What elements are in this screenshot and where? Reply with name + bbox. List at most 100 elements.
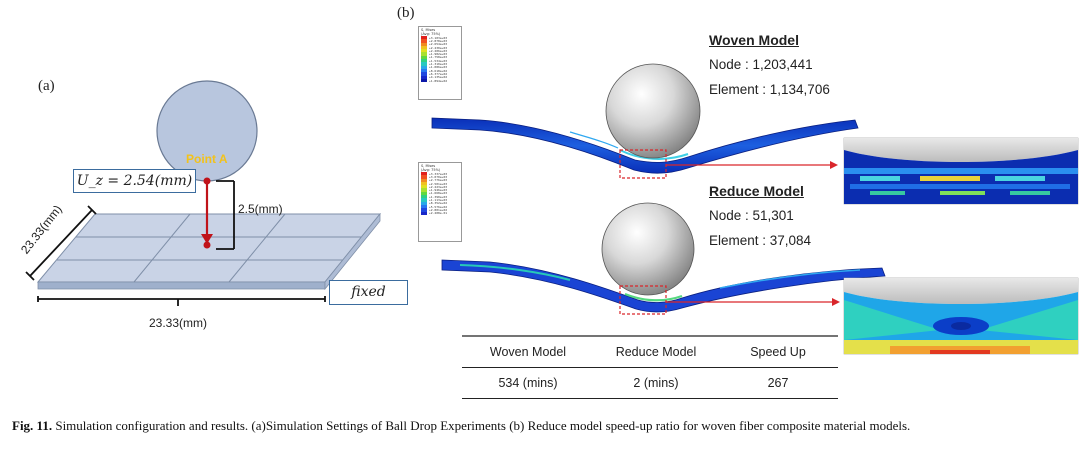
legend-swatch: [421, 75, 427, 79]
legend-value: +8.352e+02: [429, 201, 448, 206]
legend-value: +1.894e+02: [429, 78, 448, 83]
reduce-zoom-inset: [843, 277, 1079, 355]
legend-value: +2.801e+02: [429, 207, 448, 212]
legend-value: +6.377e+02: [429, 71, 448, 76]
legend-swatch: [421, 208, 427, 212]
legend-swatch: [421, 178, 427, 182]
table-cell: 2 (mins): [633, 376, 679, 390]
depth-bracket: [87, 205, 97, 215]
reduce-zoom-callout: [619, 285, 667, 315]
legend-value: +1.982e+03: [429, 52, 448, 57]
legend-swatch: [421, 211, 427, 215]
legend-value: +1.946e+03: [429, 188, 448, 193]
woven-element-count: Element : 1,134,706: [709, 82, 830, 97]
legend-value: +3.070e+03: [429, 174, 448, 179]
legend-entry: +4.135e+02: [421, 75, 459, 80]
legend-scale: +3.337e+03+3.070e+03+2.776e+03+2.501e+03…: [421, 172, 459, 215]
legend-entry: +5.576e+02: [421, 204, 459, 209]
legend-entry: +3.103e+03: [421, 35, 459, 40]
woven-model-title: Woven Model: [709, 32, 799, 48]
woven-plate-highlight: [619, 149, 689, 160]
legend-title: S, Mises: [421, 164, 436, 168]
legend-entry: +8.618e+02: [421, 68, 459, 73]
legend-swatch: [421, 185, 427, 189]
caption-text: Simulation configuration and results. (a…: [52, 418, 911, 433]
legend-entry: +2.776e+03: [421, 178, 459, 182]
reduce-plate-highlight: [459, 264, 571, 281]
legend-entry: +6.377e+02: [421, 71, 459, 76]
legend-swatch: [421, 78, 427, 83]
legend-value: +8.618e+02: [429, 68, 448, 73]
legend-value: +5.576e+02: [429, 204, 448, 209]
legend-value: +1.758e+03: [429, 55, 448, 60]
legend-swatch: [421, 181, 427, 186]
panel-b-label: (b): [397, 5, 415, 21]
legend-subtitle: (Avg: 75%): [421, 32, 441, 36]
fea-results-figure: [431, 63, 1079, 355]
legend-swatch: [421, 65, 427, 69]
woven-plate-highlight: [569, 131, 619, 149]
legend-scale: +3.103e+03+2.878e+03+2.654e+03+2.430e+03…: [421, 35, 459, 83]
legend-value: +2.223e+03: [429, 184, 448, 189]
legend-entry: +3.070e+03: [421, 174, 459, 179]
legend-swatch: [421, 52, 427, 56]
woven-callout-arrowhead: [830, 161, 838, 169]
legend-swatch: [421, 45, 427, 50]
plate-width-label: 23.33(mm): [149, 316, 208, 330]
legend-swatch: [421, 72, 427, 76]
legend-value: +4.135e+02: [429, 75, 448, 80]
legend-swatch: [421, 191, 427, 196]
point-a-label: Point A: [186, 152, 228, 166]
legend-value: +2.430e+03: [429, 45, 448, 50]
legend-entry: +1.534e+03: [421, 59, 459, 63]
legend-swatch: [421, 175, 427, 179]
legend-entry: +2.430e+03: [421, 45, 459, 50]
legend-entry: +2.208e-01: [421, 211, 459, 216]
reduce-callout-arrowhead: [832, 298, 840, 306]
figure-number: Fig. 11.: [12, 418, 53, 433]
speedup-table: Woven Model Reduce Model Speed Up 534 (m…: [462, 337, 838, 399]
legend-title: S, Mises: [421, 28, 436, 32]
plate-top: [36, 213, 382, 283]
legend-value: +2.206e+03: [429, 48, 448, 53]
legend-swatch: [421, 201, 427, 205]
displacement-label-box: U_z = 2.54(mm): [73, 169, 196, 193]
reduce-plate-highlight: [719, 269, 861, 289]
boundary-condition-box: fixed: [329, 280, 408, 305]
depth-bracket: [29, 209, 93, 277]
legend-entry: +1.086e+03: [421, 65, 459, 69]
legend-entry: +2.654e+03: [421, 42, 459, 47]
legend-swatch: [421, 62, 427, 66]
legend-swatch: [421, 42, 427, 46]
legend-swatch: [421, 49, 427, 53]
legend-entry: +1.113e+03: [421, 198, 459, 202]
plate-grid-line: [228, 213, 286, 283]
legend-entry: +1.894e+02: [421, 78, 459, 83]
woven-zoom-callout: [619, 149, 667, 179]
legend-value: +3.103e+03: [429, 35, 448, 40]
panel-a-label: (a): [38, 78, 55, 94]
legend-swatch: [421, 204, 427, 209]
legend-entry: +2.878e+03: [421, 39, 459, 43]
legend-swatch: [421, 188, 427, 192]
table-header-cell: Woven Model: [489, 345, 567, 359]
legend-swatch: [421, 198, 427, 202]
legend-value: +1.310e+03: [429, 62, 448, 67]
legend-entry: +1.310e+03: [421, 62, 459, 67]
reduce-model-title: Reduce Model: [709, 183, 804, 199]
legend-swatch: [421, 39, 427, 43]
legend-value: +2.208e-01: [429, 211, 448, 216]
legend-swatch: [421, 68, 427, 73]
woven-impactor-ball: [605, 63, 701, 159]
legend-value: +2.654e+03: [429, 42, 448, 47]
legend-swatch: [421, 59, 427, 63]
legend-entry: +3.337e+03: [421, 171, 459, 176]
legend-value: +3.337e+03: [429, 171, 448, 176]
reduce-plate-highlight: [624, 292, 683, 302]
legend-swatch: [421, 195, 427, 199]
reduce-plate-mesh: [441, 259, 886, 313]
table-cell: 267: [767, 376, 789, 390]
drop-height-label: 2.5(mm): [238, 202, 283, 216]
stress-legend-reduce: S, Mises (Avg: 75%) +3.337e+03+3.070e+03…: [418, 162, 462, 242]
drop-arrow-head: [201, 234, 213, 244]
